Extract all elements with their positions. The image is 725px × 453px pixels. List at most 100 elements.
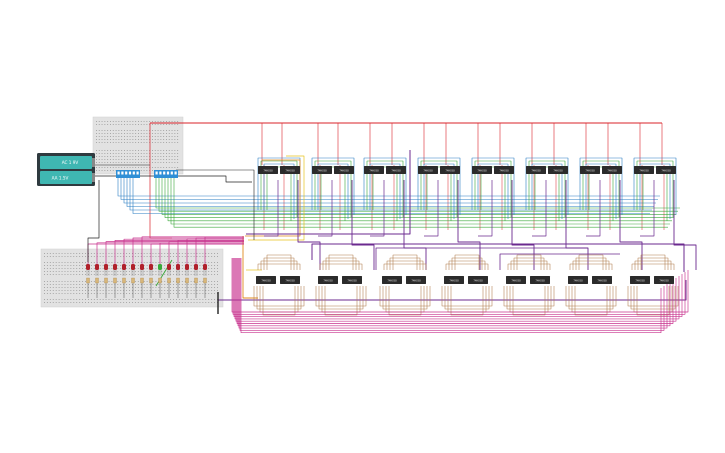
loop-wire [322,260,360,270]
loop-wire [579,157,623,215]
dip-toggle [125,171,128,175]
wire-purple [499,253,620,270]
loop-wire [257,263,301,270]
loop-wire [382,286,428,310]
led-14 [203,264,207,298]
chip-label: 74HC08 [473,278,483,282]
led-body [113,264,117,270]
chip-body [386,166,406,174]
loop-wire [383,263,427,270]
chip-body [364,166,384,174]
chip-bottom-7: 74HC08 [468,276,488,284]
input-wire [164,178,674,218]
chip-label: 74HC08 [477,168,487,172]
led-12 [185,264,189,298]
loop-wire [451,257,483,270]
loop-wire [263,257,295,270]
chip-body [506,276,526,284]
chip-body [318,276,338,284]
chip-top-14: 74HC08 [634,166,654,174]
dip-switches[interactable] [116,170,178,178]
chip-top-2: 74HC08 [312,166,332,174]
chip-label: 74HC08 [387,278,397,282]
wire-purple [375,247,566,270]
input-wire [167,178,672,222]
chip-label: 74HC08 [585,168,595,172]
loop-wire [510,260,548,270]
resistor-body [185,277,189,284]
led-body [86,264,90,270]
loop-wire [266,254,292,270]
chip-label: 74HC08 [499,168,509,172]
resistor-body [149,277,153,284]
chip-top-15: 74HC08 [656,166,676,174]
input-wire [120,178,658,200]
wire-purple [565,180,589,270]
led-wire [239,258,665,331]
battery-cell-top [40,156,92,169]
dip-toggle [136,171,139,175]
wire-purple [511,180,535,270]
led-wire [231,258,689,313]
wire-purple [318,180,333,237]
dip-toggle [163,171,166,175]
loop-wire [379,286,431,307]
chip-top-6: 74HC08 [418,166,438,174]
chip-top-4: 74HC08 [364,166,384,174]
loop-wire [477,163,509,219]
chip-bottom-8: 74HC08 [506,276,526,284]
chip-body [580,166,600,174]
dip-toggle [159,171,162,175]
loop-wire [392,254,418,270]
chip-label: 74HC08 [323,278,333,282]
dip-toggle [174,171,177,175]
chip-body [444,276,464,284]
resistor-body [122,277,126,284]
led-body [185,264,189,270]
chip-top-0: 74HC08 [258,166,278,174]
battery-pack[interactable]: AC 1 9V AA 1.5V [37,153,95,186]
resistor-body [176,277,180,284]
chip-bottom-4: 74HC08 [382,276,402,284]
chip-body [418,166,438,174]
dip-toggle [166,171,170,175]
loop-wire [320,166,346,221]
ground-wire [87,180,100,262]
wire-purple [370,180,385,237]
chip-bottom-10: 74HC08 [568,276,588,284]
led-2 [95,264,99,298]
breadboard-top [92,116,184,175]
loop-wire [633,286,673,313]
chip-body [258,166,278,174]
wire-purple [586,180,601,237]
chip-body [440,166,460,174]
loop-wire [448,260,486,270]
loop-wire [637,257,669,270]
chip-label: 74HC08 [369,168,379,172]
loop-wire [631,263,675,270]
dip-toggle [155,171,158,175]
chip-label: 74HC08 [511,278,521,282]
ground-wire [176,169,255,240]
loop-wire [506,286,552,310]
resistor-body [203,277,207,284]
loop-wire [444,286,490,310]
loop-wire [630,286,676,310]
input-wire [117,178,660,197]
chip-body [342,276,362,284]
input-wire [129,178,652,211]
chip-body [526,166,546,174]
resistor-body [194,277,198,284]
loop-wire [317,163,349,219]
led-body [95,264,99,270]
chip-body [472,166,492,174]
chip-label: 74HC08 [607,168,617,172]
loop-wire [363,157,407,215]
loop-wire [525,157,569,215]
chip-top-12: 74HC08 [580,166,600,174]
dip-switch-body [154,170,178,178]
chip-top-9: 74HC08 [494,166,514,174]
chip-label: 74HC08 [263,168,273,172]
chip-body [256,276,276,284]
